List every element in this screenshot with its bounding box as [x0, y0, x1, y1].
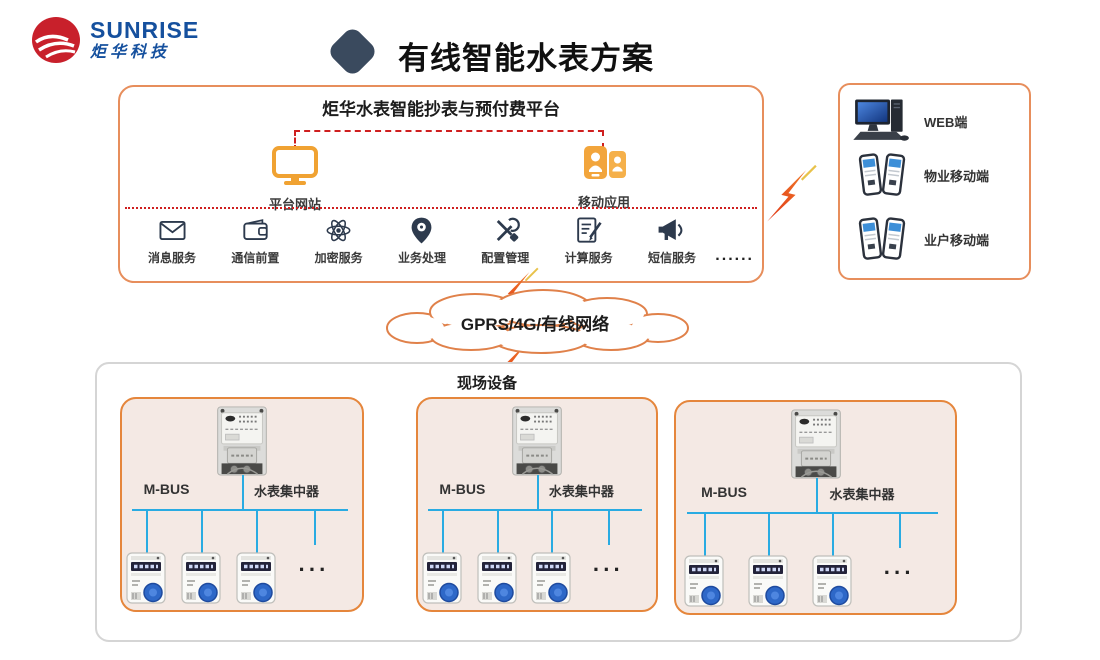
bus-connector-line	[815, 478, 818, 512]
bus-connector-line	[242, 475, 244, 509]
cloud-icon	[386, 289, 689, 354]
drop-line	[441, 509, 444, 553]
service-item: 通信前置	[215, 215, 295, 266]
service-label: 通信前置	[231, 251, 280, 265]
service-label: 业务处理	[397, 251, 446, 265]
drop-line	[608, 509, 611, 545]
drop-line	[256, 509, 259, 553]
water-meter-icon	[530, 551, 572, 605]
service-label: 计算服务	[564, 251, 613, 265]
node-label: 平台网站	[268, 197, 321, 212]
node-label: 移动应用	[577, 195, 630, 210]
client-row-tenant: 业户移动端	[850, 215, 1023, 263]
cloud-label: GPRS/4G/有线网络	[460, 315, 610, 334]
client-row-property: 物业移动端	[850, 151, 1023, 199]
drop-line	[496, 509, 499, 553]
mbus-label: M-BUS	[701, 484, 747, 500]
tools-icon	[490, 215, 521, 246]
envelope-icon	[157, 215, 188, 246]
service-label: 消息服务	[147, 251, 196, 265]
drop-line	[146, 509, 148, 553]
services-ellipsis: ......	[715, 247, 754, 264]
water-meter-icon	[476, 551, 518, 605]
service-item: 业务处理	[382, 215, 462, 266]
field-title: 现场设备	[456, 375, 517, 392]
smartphones-icon	[857, 215, 907, 263]
water-meter-icon	[180, 551, 222, 605]
service-item: 计算服务	[549, 215, 629, 266]
drop-line	[832, 512, 835, 556]
service-item: 消息服务	[132, 215, 212, 266]
atom-icon	[323, 215, 354, 246]
client-label: WEB端	[924, 114, 968, 130]
smartphones-icon	[857, 151, 907, 199]
document-edit-icon	[573, 215, 604, 246]
megaphone-icon	[656, 215, 687, 246]
concentrator-device-icon	[508, 405, 566, 477]
platform-node-website: 平台网站	[235, 145, 355, 213]
brand-name: SUNRISE	[90, 16, 200, 43]
water-meter-icon	[747, 554, 789, 608]
platform-title: 炬华水表智能抄表与预付费平台	[322, 100, 560, 119]
drop-line	[551, 509, 554, 553]
concentrator-label: 水表集中器	[254, 484, 320, 499]
concentrator-label: 水表集中器	[829, 487, 895, 502]
dashed-connector	[602, 130, 604, 149]
concentrator-label: 水表集中器	[548, 484, 614, 499]
meter-group: M-BUS 水表集中器 ···	[674, 400, 957, 615]
title-diamond-icon	[326, 25, 379, 78]
company-logo: SUNRISE 炬华科技	[30, 14, 199, 66]
dashed-connector	[294, 130, 604, 132]
mbus-label: M-BUS	[143, 481, 190, 497]
mobile-apps-icon	[581, 143, 627, 185]
more-meters-ellipsis: ···	[592, 557, 624, 582]
client-label: 物业移动端	[924, 168, 990, 184]
brand-name-cn: 炬华科技	[90, 41, 171, 61]
dashed-connector	[294, 130, 296, 151]
mbus-line	[687, 512, 939, 514]
water-meter-icon	[421, 551, 463, 605]
client-row-web: WEB端	[850, 95, 1023, 147]
service-item: 加密服务	[299, 215, 379, 266]
service-label: 加密服务	[314, 251, 363, 265]
desktop-computer-icon	[851, 95, 913, 147]
dotted-divider	[125, 207, 757, 209]
more-meters-ellipsis: ···	[298, 557, 330, 582]
water-meter-icon	[125, 551, 167, 605]
drop-line	[201, 509, 204, 553]
platform-panel: 炬华水表智能抄表与预付费平台 平台网站 移动应用 消息服务 通信前置 加密服务	[118, 85, 764, 283]
concentrator-device-icon	[213, 405, 271, 477]
service-label: 配置管理	[481, 251, 530, 265]
meter-group: M-BUS 水表集中器 ···	[120, 397, 364, 612]
lightning-bolt-icon	[756, 163, 828, 225]
service-label: 短信服务	[647, 251, 696, 265]
drop-line	[314, 509, 316, 545]
more-meters-ellipsis: ···	[883, 560, 915, 585]
service-item: 配置管理	[465, 215, 545, 266]
location-pin-icon	[406, 215, 437, 246]
clients-panel: WEB端 物业移动端 业户移动端	[838, 83, 1031, 280]
water-meter-icon	[811, 554, 853, 608]
meter-group: M-BUS 水表集中器 ···	[416, 397, 658, 612]
bus-connector-line	[537, 475, 539, 509]
drop-line	[899, 512, 902, 548]
service-row: 消息服务 通信前置 加密服务 业务处理 配置管理 计算服务	[132, 215, 754, 277]
service-item: 短信服务	[632, 215, 712, 266]
water-meter-icon	[235, 551, 277, 605]
concentrator-device-icon	[787, 408, 845, 480]
drop-line	[703, 512, 706, 556]
drop-line	[768, 512, 771, 556]
mbus-label: M-BUS	[439, 481, 486, 497]
network-cloud: GPRS/4G/有线网络	[375, 284, 695, 358]
client-label: 业户移动端	[924, 232, 990, 248]
wallet-icon	[240, 215, 271, 246]
mbus-line	[427, 509, 642, 511]
monitor-icon	[271, 145, 319, 187]
platform-node-mobile-app: 移动应用	[544, 143, 664, 211]
page-title: 有线智能水表方案	[398, 41, 654, 76]
field-equipment-panel: 现场设备 M-BUS 水表集中器 ··· M-BUS 水表集中器	[95, 362, 1022, 642]
sunrise-logo-icon	[30, 14, 82, 66]
water-meter-icon	[683, 554, 725, 608]
mbus-line	[131, 509, 348, 511]
